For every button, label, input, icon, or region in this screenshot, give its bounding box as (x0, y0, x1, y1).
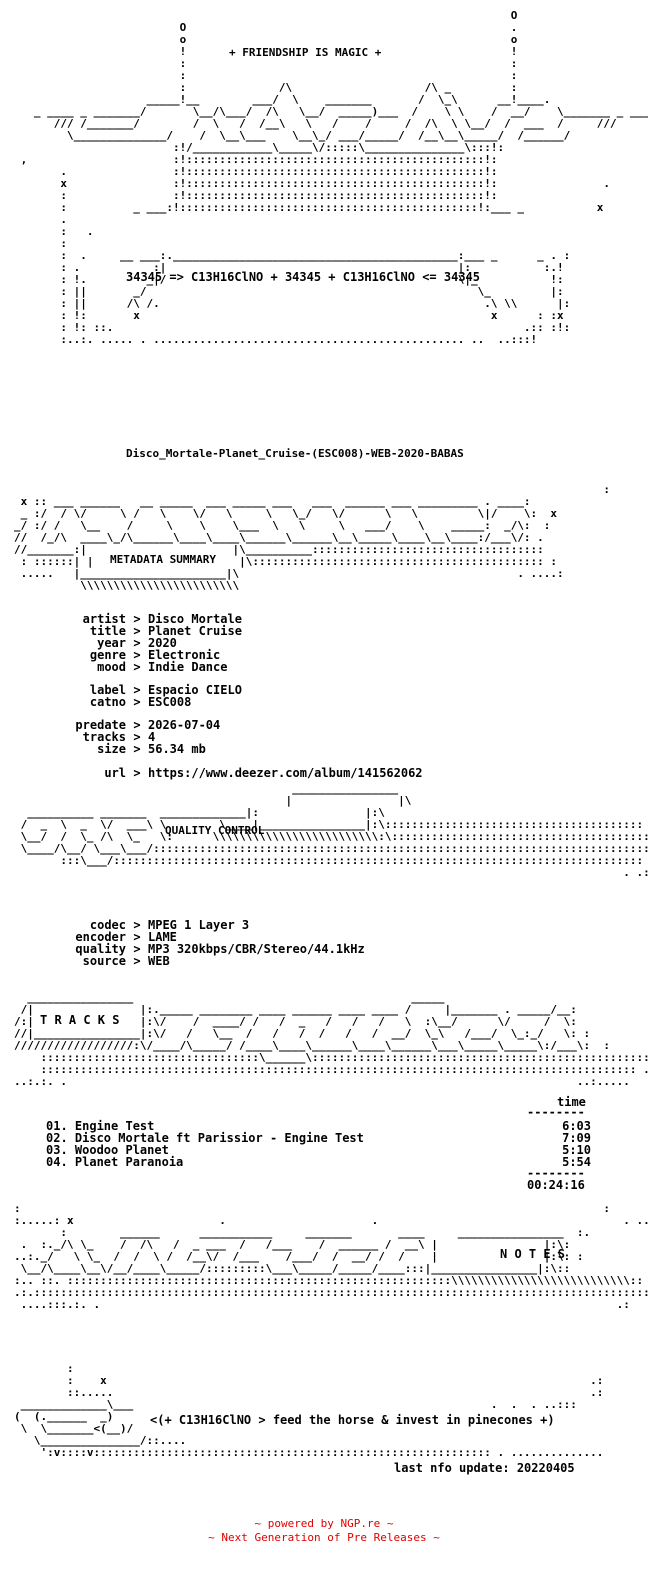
quality-encoder: encoder>LAME (75, 930, 177, 944)
deezer-link[interactable]: https://www.deezer.com/album/141562062 (148, 766, 423, 780)
meta-size: size>56.34 mb (97, 742, 206, 756)
section-title-notes: N O T E S (500, 1247, 566, 1261)
quality-codec: codec>MPEG 1 Layer 3 (89, 918, 250, 932)
last-update: last nfo update: 20220405 (394, 1461, 575, 1475)
footer-tagline: ~ Next Generation of Pre Releases ~ (208, 1531, 440, 1544)
meta-mood: mood>Indie Dance (97, 660, 228, 674)
time-header-rule: -------- (527, 1105, 585, 1119)
meta-tracks: tracks>4 (82, 730, 156, 744)
release-name: Disco_Mortale-Planet_Cruise-(ESC008)-WEB… (126, 447, 464, 460)
section-title-quality: QUALITY CONTROL (165, 824, 265, 837)
quality-source: source>WEB (82, 954, 170, 968)
notes-banner-art: : : :.....: x . . . ..:> : (14, 1202, 648, 1311)
section-title-metadata: METADATA SUMMARY (110, 553, 216, 566)
total-time: 00:24:16 (527, 1178, 585, 1192)
meta-title: title>Planet Cruise (89, 624, 242, 638)
section-title-tracks: T R A C K S (40, 1013, 120, 1027)
meta-label: label>Espacio CIELO (89, 683, 242, 697)
meta-year: year>2020 (97, 636, 177, 650)
quality-quality: quality>MP3 320kbps/CBR/Stereo/44.1kHz (75, 942, 365, 956)
tracks-banner-art: ________________ _____ . /| |:._____ ___… (14, 991, 648, 1088)
header-tagline: + FRIENDSHIP IS MAGIC + (229, 46, 382, 59)
quality-banner-art: ________________ | |\ __________ _______… (20, 782, 648, 879)
time-header: time (557, 1095, 586, 1109)
meta-genre: genre>Electronic (89, 648, 221, 662)
footer-powered-by[interactable]: ~ powered by NGP.re ~ (254, 1517, 394, 1530)
meta-url[interactable]: url>https://www.deezer.com/album/1415620… (104, 766, 423, 780)
header-formula: 34345 => C13H16ClNO + 34345 + C13H16ClNO… (126, 270, 481, 284)
notes-message: <(+ C13H16ClNO > feed the horse & invest… (150, 1413, 555, 1427)
meta-predate: predate>2026-07-04 (75, 718, 221, 732)
top-art: O O . o o ! (20, 9, 648, 346)
ship-art: : : x .: ::..... .: _____________\___ (14, 1362, 604, 1459)
meta-artist: artist>Disco Mortale (82, 612, 242, 626)
metadata-banner-art: : x :: ___ ______ __ _____ ___ _____ ___… (14, 483, 611, 592)
total-rule: -------- (527, 1166, 585, 1180)
meta-catno: catno>ESC008 (89, 695, 192, 709)
